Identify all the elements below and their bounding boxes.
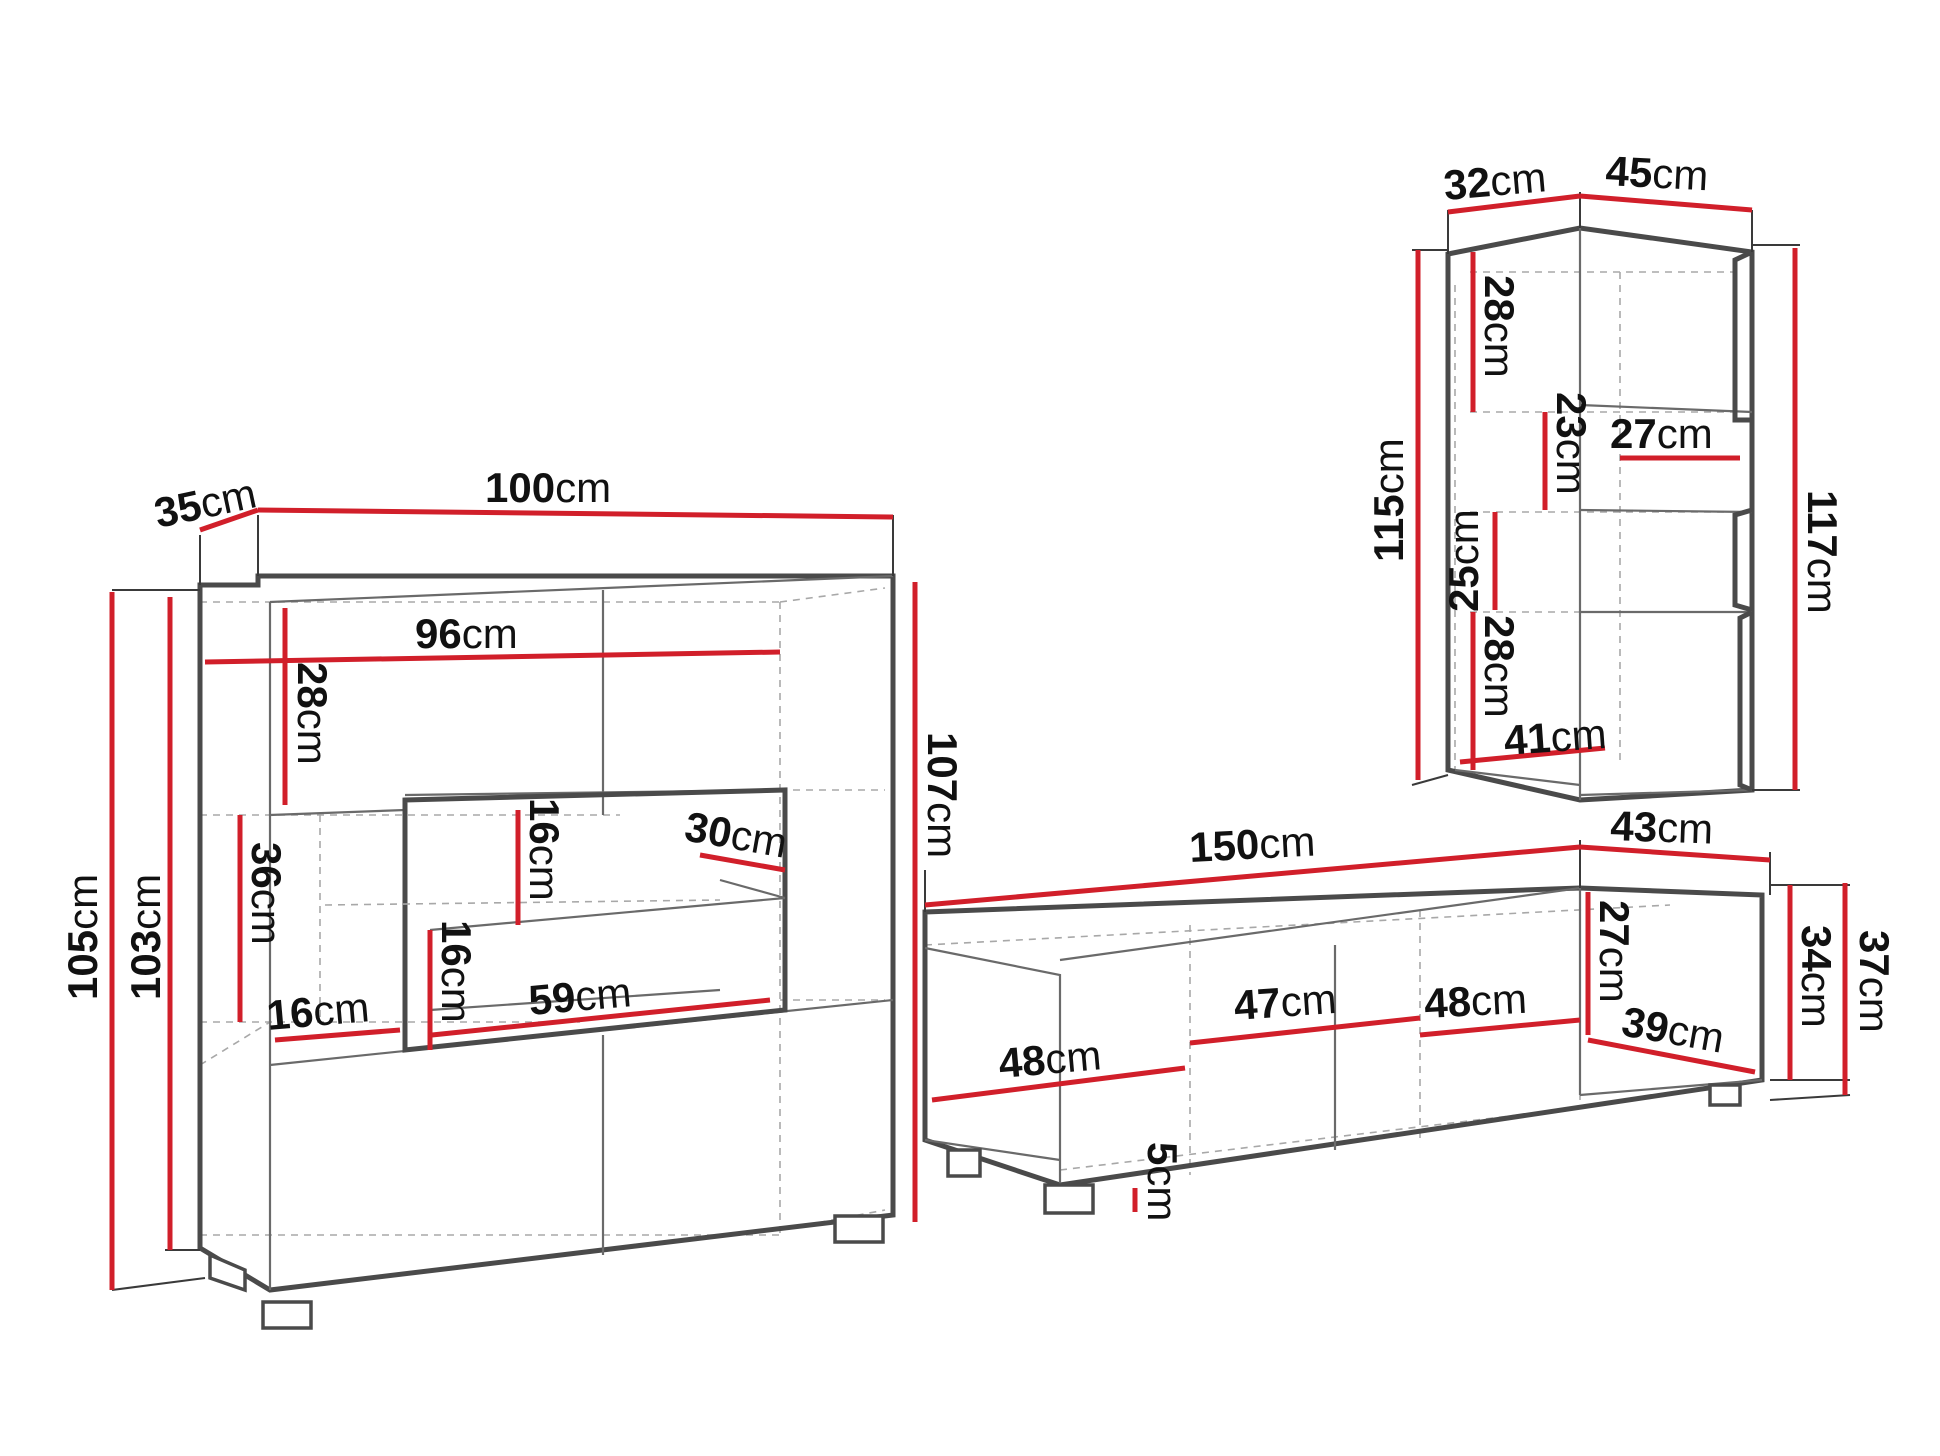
highboard-cabinet: 35cm 100cm 96cm 105cm 103cm 107cm 28cm 3… (59, 464, 966, 1330)
dim-label-tv-height-inner: 34cm (1793, 925, 1840, 1028)
dim-label-highboard-width: 100cm (485, 464, 611, 511)
wall-cabinet-front-edges (1454, 228, 1754, 800)
highboard-foot (261, 1300, 313, 1330)
dim-label-tv-compartment-1: 48cm (997, 1031, 1103, 1087)
highboard-front-edges (268, 574, 894, 1290)
dim-label-highboard-niche-width: 59cm (527, 968, 633, 1024)
dim-label-wall-shelf-3: 25cm (1440, 509, 1487, 612)
tv-cabinet-foot (1708, 1083, 1742, 1107)
dim-label-highboard-top-shelf: 28cm (289, 662, 336, 765)
dim-label-tv-leg: 5cm (1139, 1142, 1186, 1221)
dim-label-highboard-niche-h1: 16cm (521, 798, 568, 901)
dim-label-tv-compartment-2: 47cm (1232, 975, 1338, 1029)
dim-label-wall-inner-depth: 27cm (1610, 410, 1713, 457)
dim-label-highboard-inner-width: 96cm (415, 610, 518, 657)
dim-label-wall-bottom-width: 41cm (1502, 710, 1608, 764)
dim-label-wall-depth: 32cm (1442, 153, 1548, 209)
dim-label-wall-height-right: 117cm (1799, 490, 1846, 614)
dim-label-wall-height-left: 115cm (1365, 438, 1412, 562)
dim-label-highboard-height-inner: 103cm (122, 874, 169, 1000)
dim-label-tv-height-outer: 37cm (1851, 930, 1898, 1033)
tv-cabinet-hidden-edges (924, 900, 1671, 1175)
dim-label-tv-width: 150cm (1188, 817, 1316, 871)
dim-label-wall-width: 45cm (1605, 147, 1710, 199)
dim-label-tv-side-depth: 39cm (1618, 998, 1727, 1062)
dim-label-highboard-height-right: 107cm (919, 732, 966, 858)
dim-label-highboard-niche-depth: 30cm (681, 803, 790, 867)
dim-label-highboard-niche-h2: 16cm (433, 920, 480, 1023)
dim-label-tv-side-height: 27cm (1591, 900, 1638, 1003)
dim-label-highboard-height-outer: 105cm (59, 874, 106, 1000)
dim-label-wall-shelf-4: 28cm (1476, 615, 1523, 718)
dim-label-tv-depth: 43cm (1610, 802, 1714, 853)
tv-cabinet-foot (1043, 1183, 1095, 1215)
highboard-foot (833, 1214, 885, 1244)
dim-label-wall-shelf-1: 28cm (1476, 275, 1523, 378)
dim-label-wall-shelf-2: 23cm (1548, 392, 1595, 495)
dim-label-highboard-mid-shelf: 36cm (243, 842, 290, 945)
highboard-foot (208, 1252, 247, 1293)
tv-cabinet-foot (946, 1148, 982, 1178)
dim-label-highboard-depth: 35cm (150, 469, 260, 536)
dim-label-tv-compartment-3: 48cm (1423, 975, 1528, 1027)
wall-cabinet: 32cm 45cm 115cm 117cm 28cm 23cm 25cm 28c… (1365, 147, 1846, 803)
tv-cabinet: 150cm 43cm 37cm 34cm 48cm 47cm 48cm 27cm… (922, 802, 1898, 1221)
dim-label-highboard-bottom-gap: 16cm (265, 983, 371, 1039)
